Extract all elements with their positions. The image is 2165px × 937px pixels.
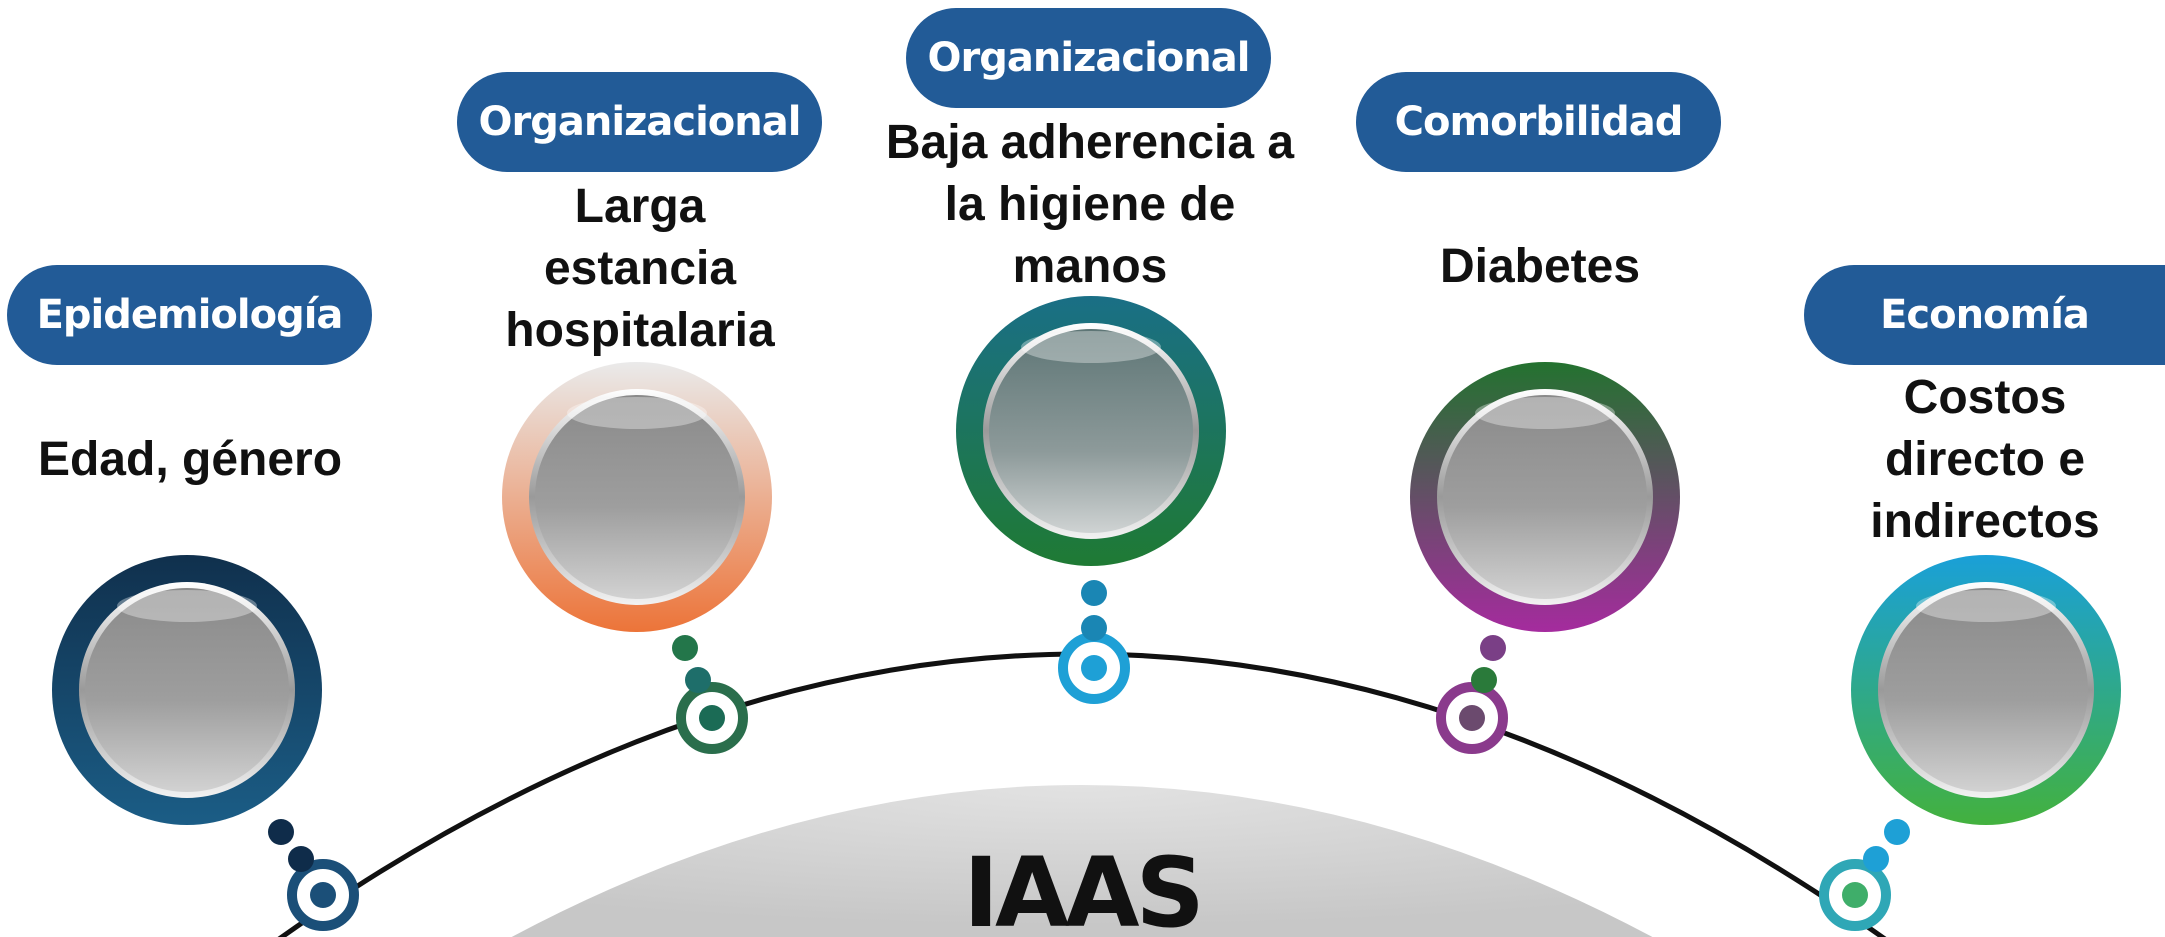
arc-node-organizacional-2 [1058, 580, 1130, 704]
circle-organizacional-1 [502, 362, 772, 632]
circle-epidemiologia [52, 555, 322, 825]
category-pill-epidemiologia: Epidemiología [7, 265, 372, 365]
circle-economia [1851, 555, 2121, 825]
category-pill-organizacional-2: Organizacional [906, 8, 1271, 108]
category-pill-economia: Economía [1804, 265, 2165, 365]
category-pill-organizacional-1: Organizacional [457, 72, 822, 172]
factor-description-higiene-manos: Baja adherencia a la higiene de manos [885, 116, 1295, 293]
arc-node-epidemiologia [268, 819, 359, 931]
factor-description-costos: Costos directo e indirectos [1870, 371, 2100, 548]
arc-node-comorbilidad [1436, 635, 1508, 754]
circle-organizacional-2 [956, 296, 1226, 566]
factor-description-diabetes: Diabetes [1439, 240, 1641, 293]
iaas-dome [511, 785, 1653, 937]
arc-node-economia [1819, 819, 1910, 931]
circle-comorbilidad [1410, 362, 1680, 632]
central-title-iaas: IAAS [963, 837, 1204, 937]
factor-description-edad-genero: Edad, género [37, 433, 343, 486]
arc-node-organizacional-1 [672, 635, 748, 754]
factor-description-larga-estancia: Larga estancia hospitalaria [505, 180, 775, 357]
category-pill-comorbilidad: Comorbilidad [1356, 72, 1721, 172]
